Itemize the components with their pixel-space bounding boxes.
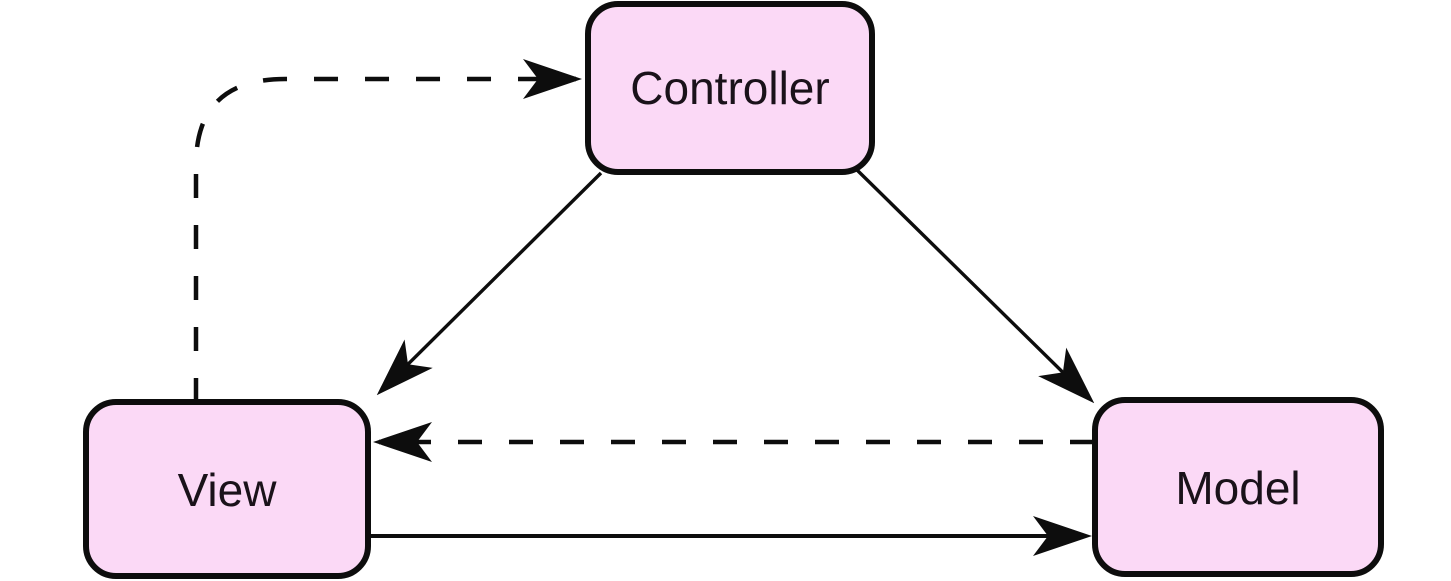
- node-model: Model: [1092, 397, 1384, 577]
- edge-controller-to-view-solid: [376, 171, 603, 396]
- edge-controller-to-model-solid: [854, 167, 1095, 404]
- node-view-label: View: [178, 464, 278, 516]
- node-controller-box: [585, 1, 875, 175]
- node-controller: Controller: [585, 1, 875, 175]
- node-view: View: [83, 399, 371, 579]
- node-model-label: Model: [1175, 462, 1300, 514]
- node-model-box: [1092, 397, 1384, 577]
- node-view-box: [83, 399, 371, 579]
- node-controller-label: Controller: [630, 62, 829, 114]
- edge-view-to-controller-dashed: [193, 59, 582, 402]
